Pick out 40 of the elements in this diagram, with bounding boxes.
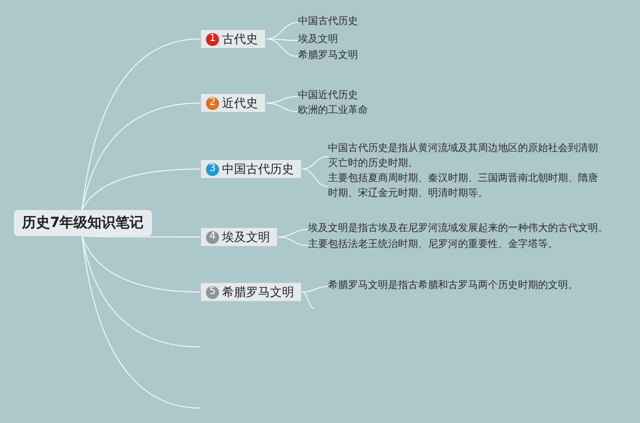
note-text: 中国近代历史 [298, 89, 358, 104]
topic-label: 埃及文明 [222, 228, 270, 246]
branch-line [82, 236, 200, 238]
topic-box [200, 29, 266, 49]
branch-line [82, 102, 200, 210]
topic-label: 近代史 [222, 94, 258, 112]
note-text: 希腊罗马文明是指古希腊和古罗马两个历史时期的文明。 [328, 279, 578, 294]
number-badge: 1 [206, 32, 219, 46]
branch-line [278, 236, 308, 246]
branch-line [82, 236, 200, 408]
branch-line [266, 102, 298, 112]
branch-line [82, 236, 200, 292]
branch-line [302, 168, 328, 187]
branch-line [82, 236, 200, 348]
branch-line [266, 38, 298, 57]
number-badge: 2 [206, 96, 219, 110]
note-text: 埃及文明是指古埃及在尼罗河流域发展起来的一种伟大的古代文明。 [308, 222, 608, 236]
topic-box [200, 282, 302, 302]
number-badge: 5 [206, 286, 219, 298]
note-text: 中国古代历史是指从黄河流域及其周边地区的原始社会到清朝灭亡时的历史时期。 [328, 142, 600, 171]
topic-label: 中国古代历史 [222, 160, 294, 178]
topic-label: 希腊罗马文明 [222, 284, 294, 300]
note-text: 希腊罗马文明 [298, 49, 358, 64]
branch-line [302, 292, 314, 308]
branch-line [82, 38, 200, 210]
topic-box [200, 227, 278, 247]
branch-line [302, 156, 328, 170]
note-text: 欧洲的工业革命 [298, 104, 368, 118]
branch-line [302, 286, 328, 292]
topic-label: 古代史 [222, 30, 258, 48]
number-badge: 3 [206, 162, 219, 176]
topic-box [200, 93, 266, 113]
topic-box [200, 159, 302, 179]
note-text: 中国古代历史 [298, 15, 358, 30]
branch-line [82, 168, 200, 210]
note-text: 主要包括法老王统治时期、尼罗河的重要性、金字塔等。 [308, 238, 558, 252]
number-badge: 4 [206, 230, 219, 244]
central-topic: 历史7年级知识笔记 [14, 210, 152, 236]
note-text: 主要包括夏商周时期、秦汉时期、三国两晋南北朝时期、隋唐时期、宋辽金元时期、明清时期等。 [328, 172, 600, 201]
note-text: 埃及文明 [298, 33, 338, 48]
